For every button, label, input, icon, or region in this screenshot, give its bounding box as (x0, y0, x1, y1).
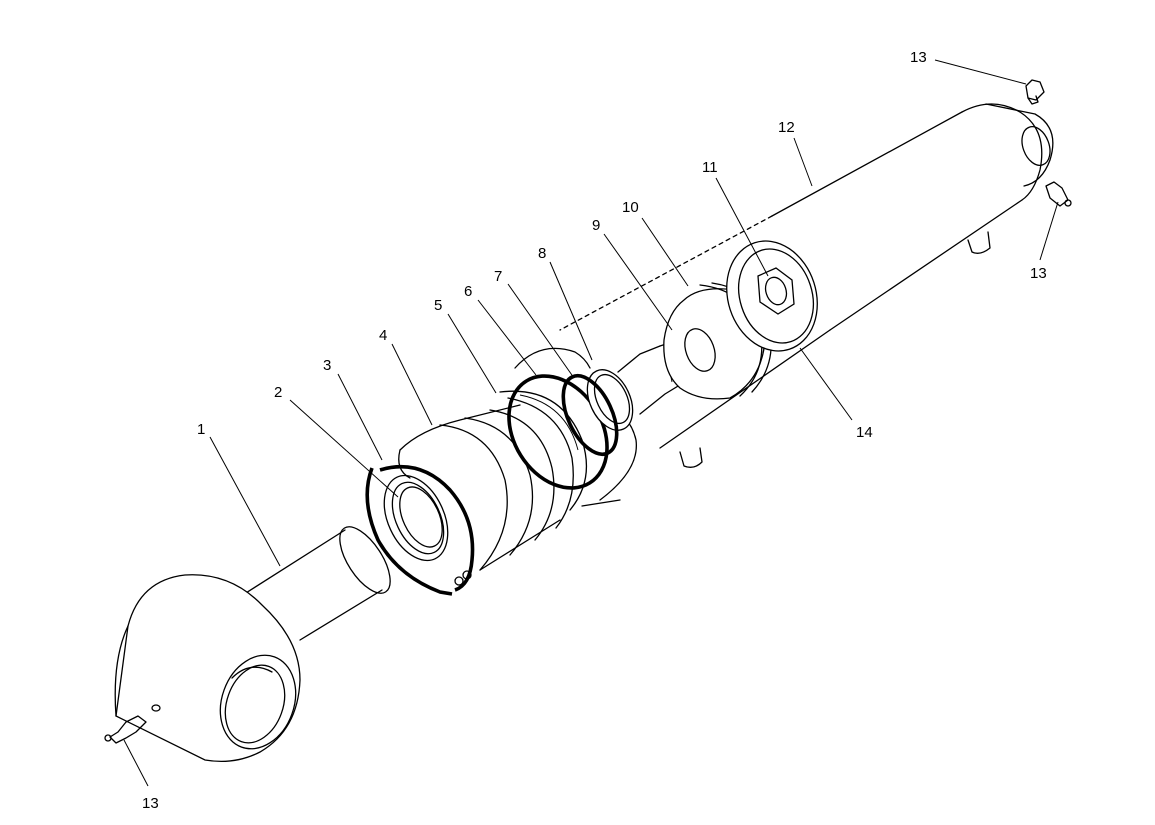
piston-nut (757, 267, 795, 315)
retaining-ring (365, 464, 475, 596)
callout-6: 6 (464, 283, 472, 300)
o-ring-small (561, 374, 619, 456)
callout-2: 2 (274, 384, 282, 401)
seal-ring-small (586, 369, 634, 431)
grease-fitting-side (1045, 181, 1072, 207)
piston-rod (114, 526, 391, 763)
callout-5: 5 (434, 297, 442, 314)
grease-fitting-rod-eye (104, 715, 147, 744)
callout-12: 12 (778, 119, 795, 136)
callout-9: 9 (592, 217, 600, 234)
callout-7: 7 (494, 268, 502, 285)
leader-lines (123, 59, 1059, 787)
callout-3: 3 (323, 357, 331, 374)
wiper-seal (383, 474, 449, 562)
callout-1: 1 (197, 421, 205, 438)
callout-labels: 1 2 3 4 5 6 7 8 9 10 11 12 13 13 13 14 (142, 49, 1047, 812)
callout-10: 10 (622, 199, 639, 216)
callout-13-top: 13 (910, 49, 927, 66)
grease-fitting-top (1025, 79, 1045, 105)
callout-11: 11 (702, 159, 718, 176)
gland-head (398, 394, 579, 571)
callout-13-bottom: 13 (142, 795, 159, 812)
callout-8: 8 (538, 245, 546, 262)
callout-14: 14 (856, 424, 873, 441)
callout-13-right: 13 (1030, 265, 1047, 282)
backup-ring (499, 390, 588, 511)
callout-4: 4 (379, 327, 387, 344)
